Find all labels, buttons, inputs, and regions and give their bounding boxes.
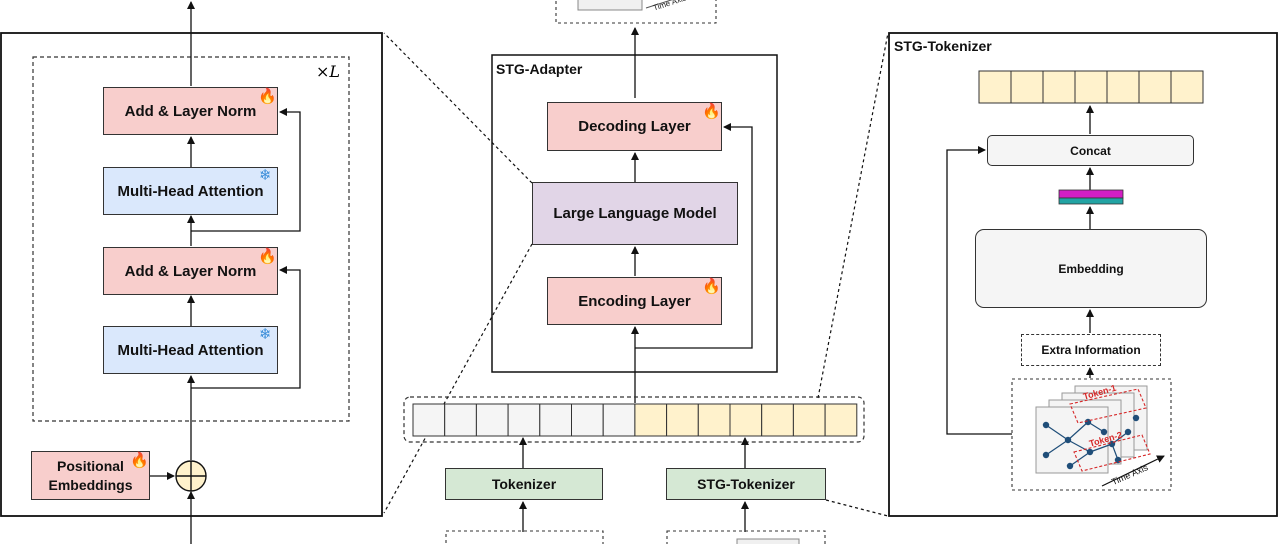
- token-cell: [729, 403, 763, 437]
- positional-embeddings-block: Positional Embeddings: [31, 451, 150, 500]
- concat-block: Concat: [987, 135, 1194, 166]
- mha-label: Multi-Head Attention: [117, 341, 264, 359]
- fire-icon: 🔥: [258, 248, 277, 265]
- output-token-cell: [1074, 70, 1108, 104]
- token-cell: [792, 403, 826, 437]
- fire-icon: 🔥: [702, 103, 721, 120]
- snowflake-icon: ❄: [259, 326, 272, 343]
- embedding-label: Embedding: [1058, 261, 1124, 276]
- output-token-cell: [1170, 70, 1204, 104]
- output-token-cell: [1010, 70, 1044, 104]
- concat-label: Concat: [1070, 143, 1111, 158]
- extra-information-label: Extra Information: [1041, 343, 1141, 357]
- add-norm-label: Add & Layer Norm: [124, 102, 257, 120]
- add-norm-block-top: Add & Layer Norm: [103, 87, 278, 135]
- tokenizer-block: Tokenizer: [445, 468, 603, 500]
- add-norm-label: Add & Layer Norm: [124, 262, 257, 280]
- add-norm-block-bottom: Add & Layer Norm: [103, 247, 278, 295]
- llm-label: Large Language Model: [553, 205, 717, 222]
- output-token-row: [978, 70, 1204, 104]
- output-token-cell: [1042, 70, 1076, 104]
- mha-block-bottom: Multi-Head Attention: [103, 326, 278, 374]
- embedding-block: Embedding: [975, 229, 1207, 308]
- repeat-label: ×L: [316, 62, 341, 81]
- token-cell: [824, 403, 858, 437]
- token-cell: [602, 403, 636, 437]
- token-cell: [571, 403, 604, 437]
- output-token-cell: [1138, 70, 1172, 104]
- stg-tokenizer-title: STG-Tokenizer: [894, 38, 992, 54]
- extra-information-block: Extra Information: [1021, 334, 1161, 366]
- output-token-cell: [978, 70, 1012, 104]
- llm-block: Large Language Model: [532, 182, 738, 245]
- tokenizer-label: Tokenizer: [491, 476, 557, 492]
- token-cell: [412, 403, 446, 437]
- token-cell: [634, 403, 668, 437]
- graph-frames: [1035, 385, 1165, 487]
- stg-tokenizer-panel: [888, 32, 1278, 517]
- decoding-layer-block: Decoding Layer: [547, 102, 722, 151]
- token-cell: [507, 403, 541, 437]
- adapter-title: STG-Adapter: [496, 61, 583, 77]
- stg-tokenizer-block: STG-Tokenizer: [666, 468, 826, 500]
- token-cell: [761, 403, 794, 437]
- output-token-cell: [1106, 70, 1140, 104]
- encoding-label: Encoding Layer: [578, 292, 691, 310]
- fire-icon: 🔥: [130, 452, 149, 469]
- positional-label-line2: Embeddings: [48, 476, 133, 493]
- mha-block-top: Multi-Head Attention: [103, 167, 278, 215]
- decoding-label: Decoding Layer: [578, 118, 691, 135]
- token-cell: [475, 403, 509, 437]
- mha-label: Multi-Head Attention: [117, 182, 264, 200]
- input-token-row: [412, 403, 858, 437]
- positional-label-line1: Positional: [57, 457, 124, 474]
- fire-icon: 🔥: [258, 88, 277, 105]
- token-cell: [666, 403, 699, 437]
- stg-tokenizer-label: STG-Tokenizer: [697, 476, 795, 492]
- fire-icon: 🔥: [702, 278, 721, 295]
- snowflake-icon: ❄: [259, 167, 272, 184]
- encoding-layer-block: Encoding Layer: [547, 277, 722, 325]
- token-cell: [539, 403, 572, 437]
- token-cell: [697, 403, 731, 437]
- token-cell: [444, 403, 477, 437]
